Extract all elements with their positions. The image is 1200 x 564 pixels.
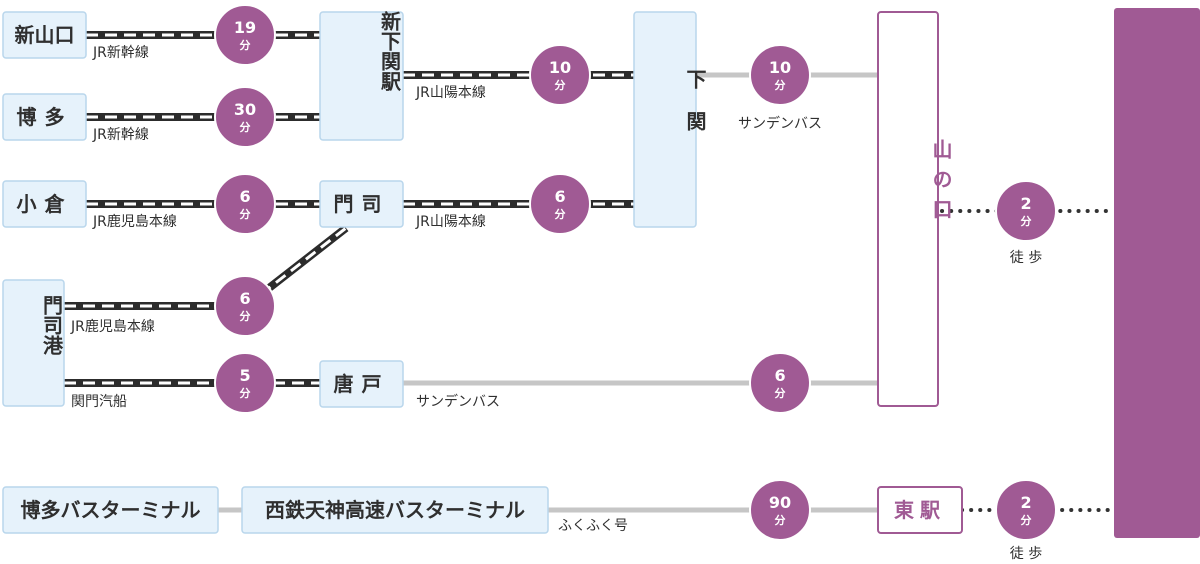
- stations: 新山口 博多 小倉 門司港 新下関駅 門司 唐戸 下関: [2, 8, 1200, 538]
- time-badge: 6 分: [749, 352, 811, 414]
- time-unit: 分: [1021, 214, 1032, 228]
- time-value: 6: [239, 289, 250, 308]
- time-badge: 6 分: [214, 173, 276, 235]
- time-badge: 10 分: [529, 44, 591, 106]
- station-moji-label: 門司: [334, 192, 390, 216]
- time-value: 2: [1020, 493, 1031, 512]
- station-mojiko: 門司港: [2, 279, 65, 407]
- time-badge: 5 分: [214, 352, 276, 414]
- time-unit: 分: [775, 386, 786, 400]
- time-unit: 分: [240, 207, 251, 221]
- time-value: 6: [239, 187, 250, 206]
- line-labels: JR新幹線 JR新幹線 JR鹿児島本線 JR鹿児島本線 関門汽船 JR山陽本線 …: [70, 44, 1042, 562]
- station-shin-yamaguchi-label: 新山口: [15, 23, 75, 47]
- station-higashi-eki: 東駅: [877, 486, 963, 534]
- time-value: 10: [549, 58, 571, 77]
- line-label-fukufuku: ふくふく号: [558, 518, 628, 534]
- station-kokura-label: 小倉: [17, 192, 73, 216]
- station-yamaguchi: 山の口: [863, 11, 953, 407]
- time-value: 2: [1020, 194, 1031, 213]
- line-label-sanyo-1: JR山陽本線: [415, 85, 486, 101]
- time-unit: 分: [555, 207, 566, 221]
- time-badge: 2 分: [995, 180, 1057, 242]
- line-label-sanyo-2: JR山陽本線: [415, 214, 486, 230]
- time-unit: 分: [240, 120, 251, 134]
- line-label-kagoshima-1: JR鹿児島本線: [92, 213, 177, 230]
- station-higashi-eki-label: 東駅: [894, 498, 946, 522]
- line-label-walk-1: 徒 歩: [1010, 250, 1042, 266]
- station-karato-label: 唐戸: [334, 372, 390, 396]
- station-shin-yamaguchi: 新山口: [2, 11, 87, 59]
- university: 梅光学院大学: [1061, 8, 1200, 538]
- line-label-shinkansen-1: JR新幹線: [92, 44, 149, 61]
- time-value: 5: [239, 366, 250, 385]
- line-label-sanden-1: サンデンバス: [738, 115, 822, 132]
- time-value: 30: [234, 100, 256, 119]
- time-unit: 分: [240, 386, 251, 400]
- station-hakata-bus: 博多バスターミナル: [2, 486, 219, 534]
- station-nishitetsu-bus-label: 西鉄天神高速バスターミナル: [265, 498, 525, 522]
- line-label-kagoshima-2: JR鹿児島本線: [70, 318, 155, 335]
- time-badge: 30 分: [214, 86, 276, 148]
- time-badge: 2 分: [995, 479, 1057, 541]
- time-badge: 10 分: [749, 44, 811, 106]
- time-badge: 6 分: [529, 173, 591, 235]
- time-value: 19: [234, 18, 256, 37]
- station-shimonoseki: 下関: [623, 11, 707, 228]
- time-value: 10: [769, 58, 791, 77]
- time-value: 90: [769, 493, 791, 512]
- time-value: 6: [554, 187, 565, 206]
- bus-lines: [218, 72, 878, 513]
- time-badge: 90 分: [749, 479, 811, 541]
- line-label-sanden-2: サンデンバス: [416, 393, 500, 410]
- rail-lines: [64, 31, 634, 387]
- line-label-kanmon: 関門汽船: [71, 394, 127, 410]
- time-badge: 19 分: [214, 4, 276, 66]
- station-kokura: 小倉: [2, 180, 87, 228]
- line-label-shinkansen-2: JR新幹線: [92, 126, 149, 143]
- station-hakata: 博多: [2, 93, 87, 141]
- time-unit: 分: [1021, 513, 1032, 527]
- time-badge: 6 分: [214, 275, 276, 337]
- time-unit: 分: [240, 309, 251, 323]
- station-moji: 門司: [319, 180, 404, 228]
- station-nishitetsu-bus: 西鉄天神高速バスターミナル: [241, 486, 549, 534]
- time-unit: 分: [555, 78, 566, 92]
- time-unit: 分: [775, 78, 786, 92]
- station-hakata-label: 博多: [17, 105, 73, 129]
- station-karato: 唐戸: [319, 360, 404, 408]
- station-hakata-bus-label: 博多バスターミナル: [21, 498, 201, 522]
- time-unit: 分: [775, 513, 786, 527]
- walk-lines: [940, 209, 1114, 512]
- station-shin-shimonoseki: 新下関駅: [319, 10, 404, 141]
- time-badges: 19 分 30 分 6 分 6 分 5 分 10 分: [214, 4, 1057, 541]
- time-unit: 分: [240, 38, 251, 52]
- time-value: 6: [774, 366, 785, 385]
- line-label-walk-2: 徒 歩: [1010, 546, 1042, 562]
